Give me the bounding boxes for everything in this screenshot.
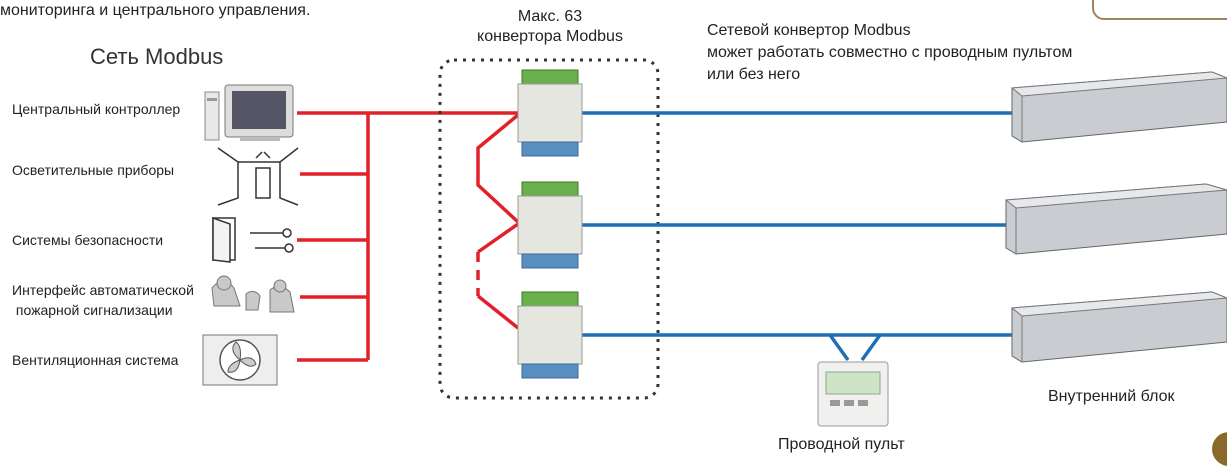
modbus-converter-3: [517, 291, 583, 379]
fan-icon: [202, 334, 278, 386]
door-key-icon: [212, 216, 294, 263]
door-lighting-icon: [217, 147, 299, 206]
corner-frame: [1092, 0, 1227, 20]
network-title: Сеть Modbus: [90, 44, 224, 69]
device-label-fire-alarm: Интерфейс автоматической пожарной сигнал…: [12, 282, 194, 318]
converter-note: Сетевой конвертор Modbus может работать …: [707, 22, 1073, 83]
wired-remote-icon: [817, 361, 889, 427]
indoor-unit-3: [1010, 291, 1227, 363]
system-diagram: [202, 58, 1227, 427]
device-label-ventilation: Вентиляционная система: [12, 352, 179, 368]
indoor-unit-1: [1010, 71, 1227, 143]
converter-group-frame: [438, 58, 660, 400]
converters-capacity-label: Макс. 63 конвертора Modbus: [477, 8, 623, 45]
modbus-bus: [297, 111, 520, 362]
computer-icon: [204, 84, 294, 141]
unit-lines: [580, 111, 1018, 362]
fire-alarm-icon: [211, 275, 295, 313]
indoor-unit-2: [1004, 183, 1227, 255]
top-text-fragment: мониторинга и центрального управления.: [0, 2, 311, 19]
device-label-security: Системы безопасности: [12, 232, 164, 248]
wired-remote-label: Проводной пульт: [778, 436, 905, 453]
modbus-converter-1: [517, 69, 583, 157]
modbus-converter-2: [517, 181, 583, 269]
device-label-lighting: Осветительные приборы: [12, 162, 175, 178]
indoor-unit-label: Внутренний блок: [1048, 388, 1175, 405]
device-label-central-controller: Центральный контроллер: [12, 101, 181, 117]
